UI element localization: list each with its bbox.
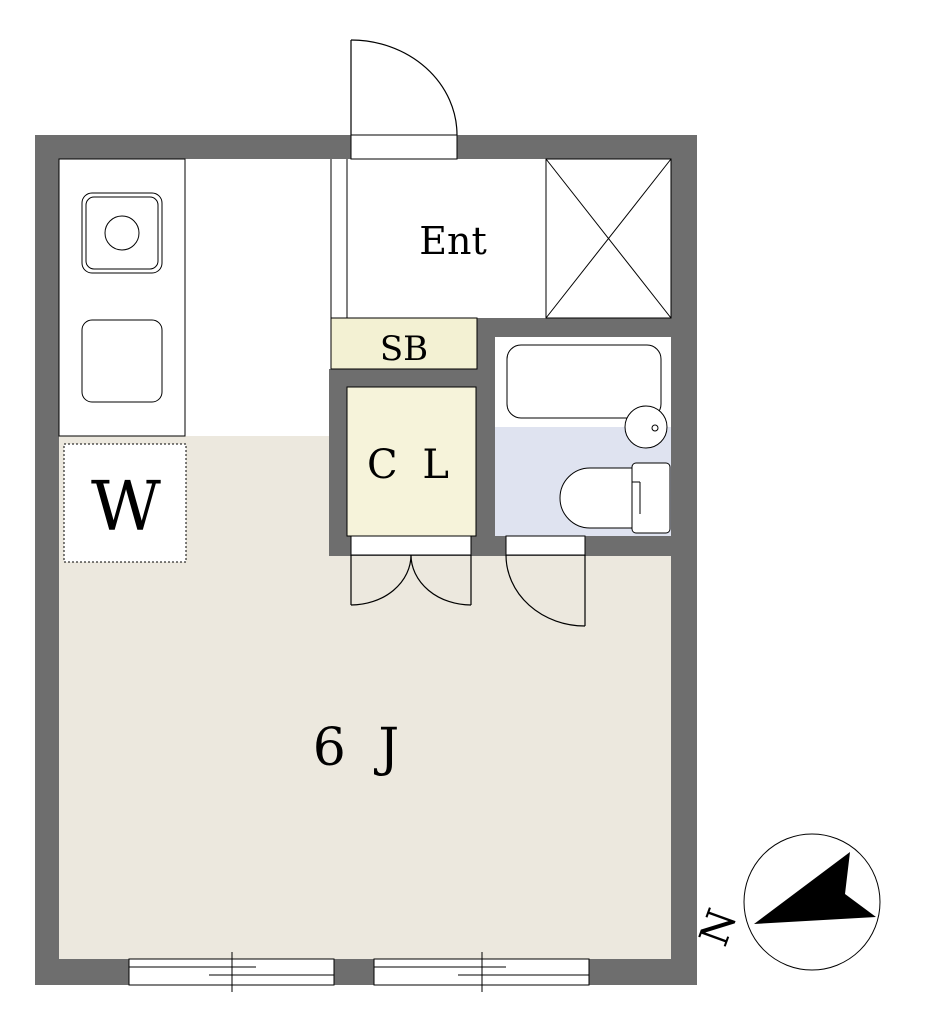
- sink: [624, 405, 668, 449]
- bathtub: [506, 344, 662, 419]
- main-room-label: 6 J: [313, 718, 407, 778]
- compass: N: [691, 833, 881, 971]
- bathroom: [495, 337, 671, 536]
- shoe-box-label: SB: [380, 329, 428, 369]
- closet: [346, 386, 477, 537]
- compass-arrow-icon: [754, 852, 876, 924]
- toilet: [559, 462, 671, 534]
- window-right: [373, 952, 590, 992]
- kitchen-counter: [58, 158, 186, 437]
- closet-doors[interactable]: [350, 535, 472, 606]
- stove: [81, 319, 163, 403]
- compass-north-label: N: [691, 903, 746, 952]
- washer-label: W: [91, 468, 161, 547]
- closet-label: C L: [367, 442, 455, 488]
- bathroom-door[interactable]: [505, 535, 586, 627]
- entrance-door[interactable]: [350, 39, 458, 160]
- entrance-label: Ent: [419, 219, 486, 263]
- window-left: [128, 952, 335, 992]
- shoe-box: [330, 317, 478, 370]
- washer-space: [63, 443, 187, 563]
